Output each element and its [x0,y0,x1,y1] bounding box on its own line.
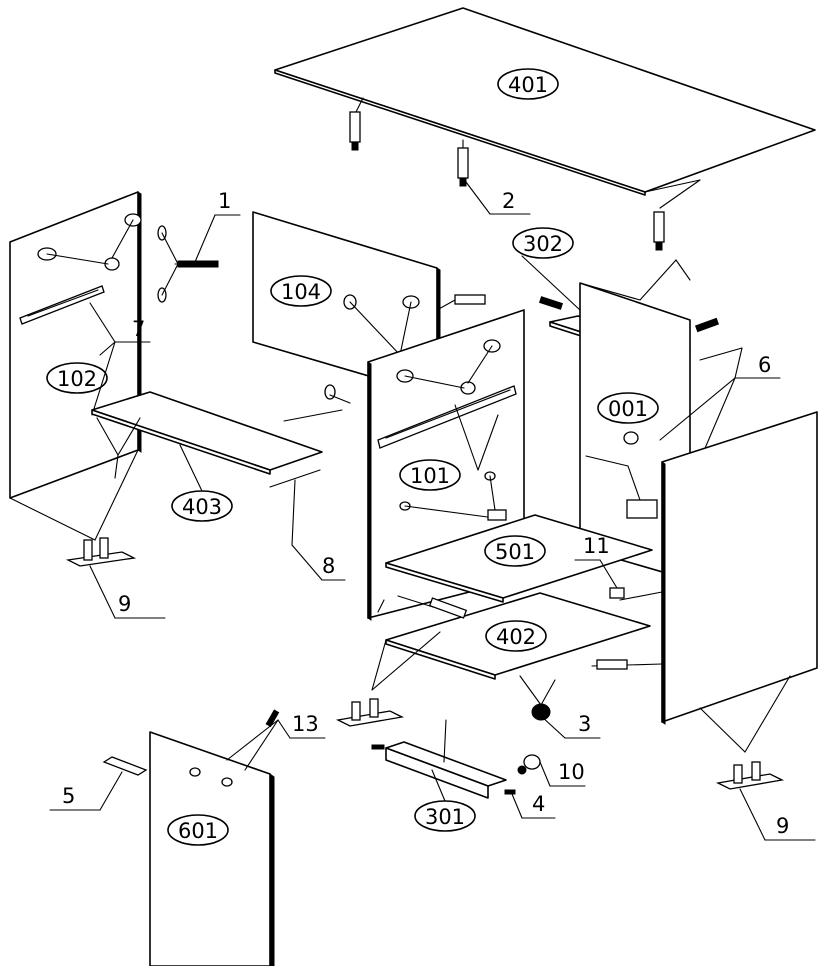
label-101-outline [399,459,461,491]
label-9-right: 9 [776,814,789,838]
label-101: 101 [410,464,450,488]
label-402: 402 [496,625,536,649]
label-501: 501 [495,540,535,564]
label-104-outline [270,275,332,307]
label-001-outline [597,392,659,424]
foot-9-middle [335,631,441,727]
label-001: 001 [608,397,648,421]
label-601: 601 [178,819,218,843]
label-8: 8 [322,554,335,578]
label-6: 6 [758,353,771,377]
label-4: 4 [532,792,545,816]
label-402-outline [485,620,547,652]
label-501-outline [484,535,546,567]
label-10: 10 [558,760,585,784]
label-401-outline [497,68,559,100]
top-panel-401 [274,7,816,251]
label-1: 1 [218,189,231,213]
shelf-403 [91,391,323,479]
handle-5 [102,756,148,776]
label-102: 102 [57,367,97,391]
label-601-outline [167,814,229,846]
label-2: 2 [502,189,515,213]
drawer-rail-301 [371,719,516,799]
label-401: 401 [508,73,548,97]
foot-9-left [9,449,139,567]
door-panel-601 [149,731,275,966]
label-11: 11 [583,534,610,558]
knob-10 [517,754,541,775]
foot-9-right [699,675,791,790]
label-7: 7 [132,317,145,341]
label-403: 403 [182,495,222,519]
label-9-left: 9 [118,592,131,616]
label-302: 302 [523,232,563,256]
right-side-panel [591,411,818,725]
label-3: 3 [578,712,591,736]
label-5: 5 [62,784,75,808]
label-102-outline [46,362,108,394]
label-301: 301 [425,805,465,829]
label-302-outline [512,227,574,259]
left-side-panel-102 [9,191,219,499]
label-13: 13 [292,712,319,736]
label-104: 104 [281,280,321,304]
